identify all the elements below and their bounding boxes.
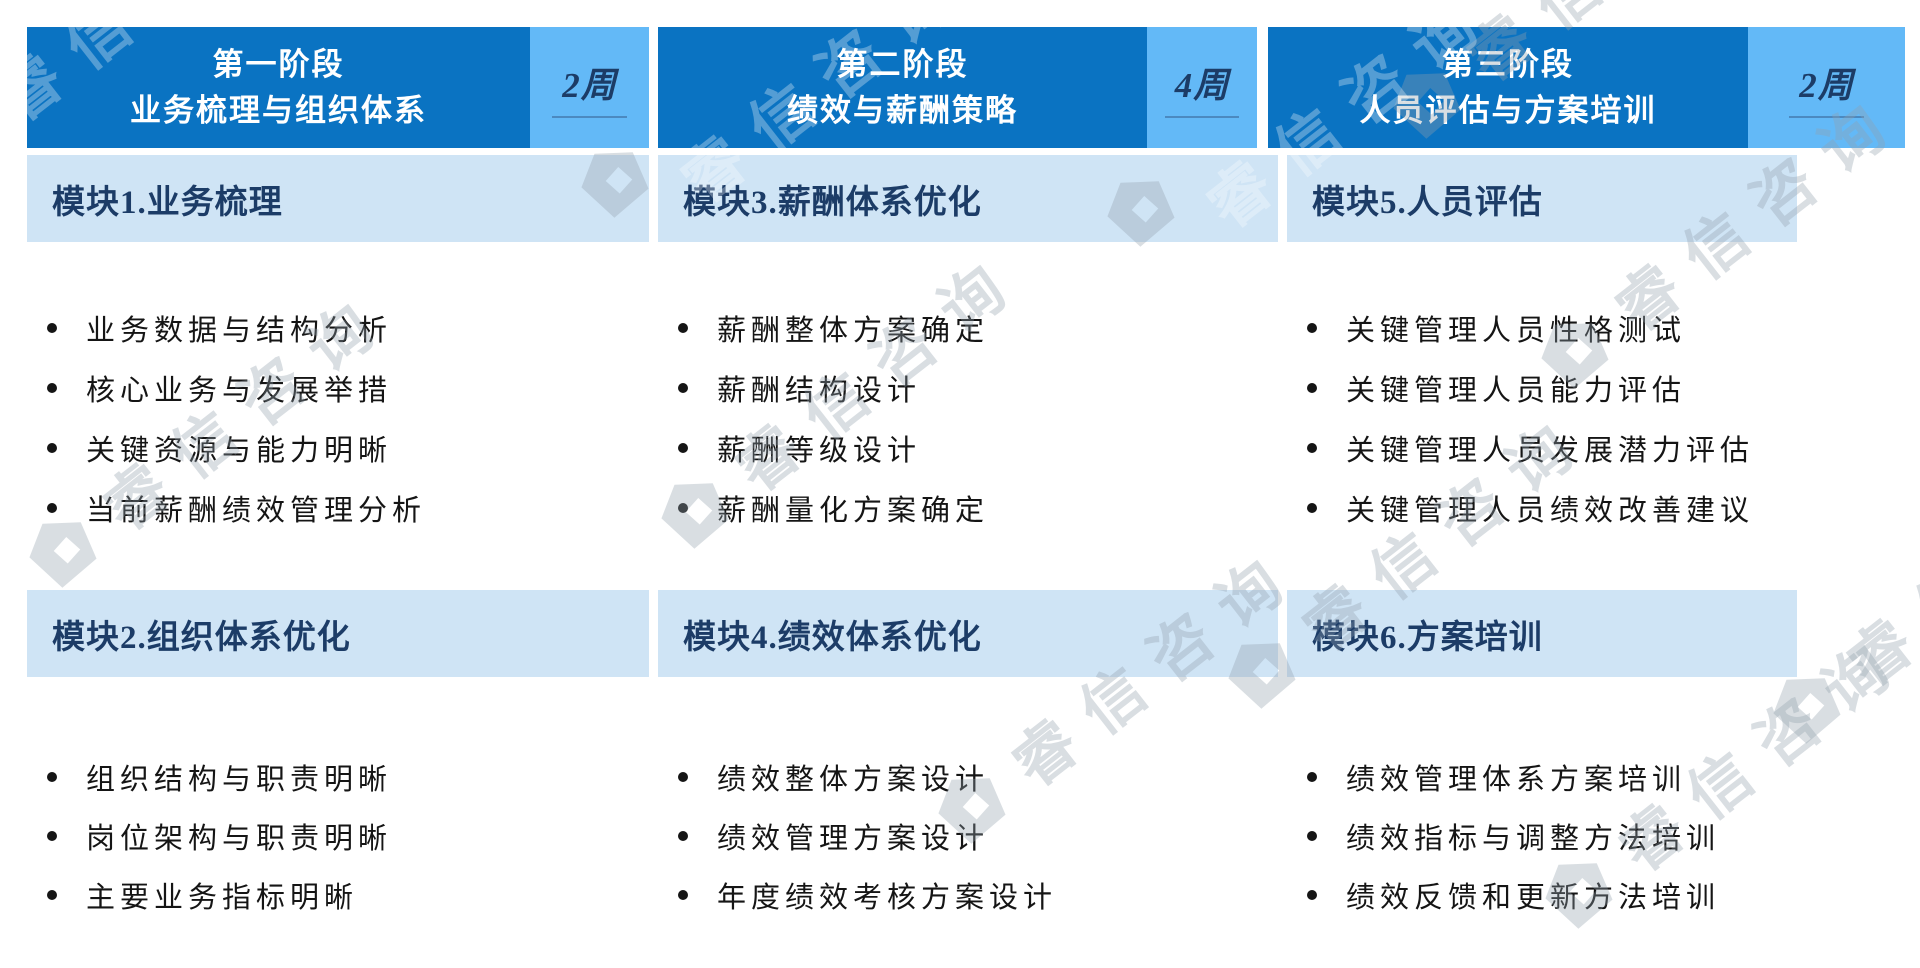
bullet-icon [47, 323, 57, 333]
list-item: 年度绩效考核方案设计 [658, 865, 1278, 924]
bullet-icon [1307, 383, 1317, 393]
module5-bar: 模块5.人员评估 [1287, 155, 1797, 242]
list-item: 薪酬结构设计 [658, 358, 1278, 418]
phase3-duration: 2周 [1789, 57, 1864, 118]
module5-list: 关键管理人员性格测试 关键管理人员能力评估 关键管理人员发展潜力评估 关键管理人… [1287, 298, 1797, 538]
module1-bar: 模块1.业务梳理 [27, 155, 649, 242]
phase1-duration-box: 2周 [530, 27, 649, 148]
list-item: 绩效指标与调整方法培训 [1287, 806, 1797, 865]
bullet-icon [47, 889, 57, 900]
list-item: 绩效管理体系方案培训 [1287, 747, 1797, 806]
bullet-icon [678, 889, 688, 900]
bullet-icon [1307, 771, 1317, 782]
bullet-icon [678, 323, 688, 333]
bullet-icon [678, 830, 688, 841]
module1-list: 业务数据与结构分析 核心业务与发展举措 关键资源与能力明晰 当前薪酬绩效管理分析 [27, 298, 649, 538]
list-item: 绩效管理方案设计 [658, 806, 1278, 865]
list-item: 薪酬量化方案确定 [658, 478, 1278, 538]
list-item: 绩效整体方案设计 [658, 747, 1278, 806]
list-item: 岗位架构与职责明晰 [27, 806, 649, 865]
phase2-header: 第二阶段 绩效与薪酬策略 [658, 27, 1147, 148]
list-item: 组织结构与职责明晰 [27, 747, 649, 806]
phase3-header: 第三阶段 人员评估与方案培训 [1268, 27, 1748, 148]
list-item: 关键资源与能力明晰 [27, 418, 649, 478]
module6-title: 模块6.方案培训 [1312, 619, 1543, 656]
list-item: 绩效反馈和更新方法培训 [1287, 865, 1797, 924]
phase1-duration: 2周 [552, 57, 627, 118]
bullet-icon [47, 830, 57, 841]
module1-title: 模块1.业务梳理 [52, 184, 283, 221]
bullet-icon [678, 383, 688, 393]
bullet-icon [47, 503, 57, 513]
phase1-name: 第一阶段 [212, 46, 345, 82]
list-item: 业务数据与结构分析 [27, 298, 649, 358]
module2-list: 组织结构与职责明晰 岗位架构与职责明晰 主要业务指标明晰 [27, 747, 649, 924]
phase2-title: 绩效与薪酬策略 [787, 92, 1018, 128]
list-item: 当前薪酬绩效管理分析 [27, 478, 649, 538]
bullet-icon [1307, 503, 1317, 513]
list-item: 关键管理人员发展潜力评估 [1287, 418, 1797, 478]
module4-bar: 模块4.绩效体系优化 [658, 590, 1278, 677]
module5-title: 模块5.人员评估 [1312, 184, 1543, 221]
phase3-duration-box: 2周 [1748, 27, 1905, 148]
list-item: 主要业务指标明晰 [27, 865, 649, 924]
module3-list: 薪酬整体方案确定 薪酬结构设计 薪酬等级设计 薪酬量化方案确定 [658, 298, 1278, 538]
bullet-icon [1307, 323, 1317, 333]
bullet-icon [47, 383, 57, 393]
phase3-name: 第三阶段 [1442, 46, 1574, 82]
module2-title: 模块2.组织体系优化 [52, 619, 351, 656]
bullet-icon [1307, 443, 1317, 453]
module3-title: 模块3.薪酬体系优化 [683, 184, 982, 221]
module4-list: 绩效整体方案设计 绩效管理方案设计 年度绩效考核方案设计 [658, 747, 1278, 924]
list-item: 薪酬整体方案确定 [658, 298, 1278, 358]
list-item: 关键管理人员绩效改善建议 [1287, 478, 1797, 538]
list-item: 关键管理人员能力评估 [1287, 358, 1797, 418]
module2-bar: 模块2.组织体系优化 [27, 590, 649, 677]
module6-list: 绩效管理体系方案培训 绩效指标与调整方法培训 绩效反馈和更新方法培训 [1287, 747, 1797, 924]
phase2-duration: 4周 [1164, 57, 1240, 118]
phase1-header: 第一阶段 业务梳理与组织体系 [27, 27, 530, 148]
bullet-icon [1307, 830, 1317, 841]
phase2-duration-box: 4周 [1147, 27, 1257, 148]
bullet-icon [1307, 889, 1317, 900]
bullet-icon [678, 771, 688, 782]
module6-bar: 模块6.方案培训 [1287, 590, 1797, 677]
phase1-title: 业务梳理与组织体系 [130, 92, 427, 128]
bullet-icon [678, 443, 688, 453]
phase3-title: 人员评估与方案培训 [1359, 92, 1657, 128]
list-item: 关键管理人员性格测试 [1287, 298, 1797, 358]
module4-title: 模块4.绩效体系优化 [683, 619, 982, 656]
ruixin-logo-icon [0, 93, 2, 186]
bullet-icon [47, 771, 57, 782]
phase2-name: 第二阶段 [836, 46, 969, 82]
bullet-icon [47, 443, 57, 453]
module3-bar: 模块3.薪酬体系优化 [658, 155, 1278, 242]
list-item: 薪酬等级设计 [658, 418, 1278, 478]
bullet-icon [678, 503, 688, 513]
list-item: 核心业务与发展举措 [27, 358, 649, 418]
